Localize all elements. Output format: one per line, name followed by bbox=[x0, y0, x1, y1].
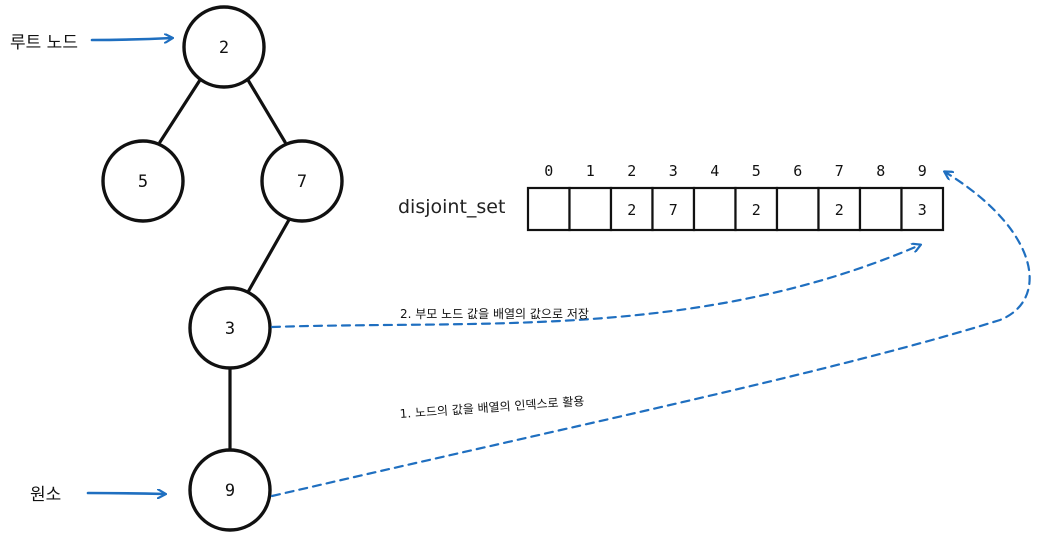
array-cell-value-2: 2 bbox=[627, 201, 636, 219]
array-index-7: 7 bbox=[835, 162, 844, 180]
array-cell-4 bbox=[692, 186, 737, 232]
node-value: 9 bbox=[225, 481, 235, 501]
array-cell-value-7: 2 bbox=[835, 201, 844, 219]
root-pointer-arrow bbox=[90, 38, 172, 40]
node-value: 2 bbox=[219, 38, 229, 58]
array-cell-1 bbox=[568, 186, 613, 232]
array-index-4: 4 bbox=[710, 162, 719, 180]
array-cell-3 bbox=[651, 186, 696, 232]
element-label: 원소 bbox=[30, 485, 61, 505]
edge-7-3 bbox=[246, 216, 292, 294]
tree-node-9: 9 bbox=[188, 448, 272, 532]
note-store-parent: 2. 부모 노드 값을 배열의 값으로 저장 bbox=[400, 307, 589, 321]
array-index-3: 3 bbox=[669, 162, 678, 180]
array-index-5: 5 bbox=[752, 162, 761, 180]
array-index-1: 1 bbox=[586, 162, 595, 180]
index-arrow bbox=[270, 172, 1031, 498]
node-value: 7 bbox=[297, 172, 307, 192]
array-cell-value-3: 7 bbox=[669, 201, 678, 219]
array-index-8: 8 bbox=[876, 162, 885, 180]
array-index-6: 6 bbox=[793, 162, 802, 180]
array-name: disjoint_set bbox=[398, 196, 505, 218]
disjoint-set-array: 0 1 2 2 3 7 4 5 2 6 7 2 8 9 3 bbox=[526, 162, 945, 232]
array-cell-8 bbox=[858, 186, 903, 232]
array-cell-2 bbox=[609, 186, 654, 232]
edge-2-7 bbox=[246, 78, 287, 144]
element-pointer-arrow bbox=[86, 493, 165, 494]
array-index-0: 0 bbox=[544, 162, 553, 180]
array-index-9: 9 bbox=[918, 162, 927, 180]
note-use-index: 1. 노드의 값을 배열의 인덱스로 활용 bbox=[399, 394, 585, 421]
array-cell-0 bbox=[526, 186, 571, 232]
array-index-2: 2 bbox=[627, 162, 636, 180]
tree-node-5: 5 bbox=[101, 139, 185, 223]
array-cell-6 bbox=[775, 186, 820, 232]
array-cell-5 bbox=[734, 186, 779, 232]
tree-node-2: 2 bbox=[182, 5, 266, 89]
node-value: 3 bbox=[225, 319, 235, 339]
parent-value-arrow bbox=[270, 245, 920, 329]
array-cell-value-9: 3 bbox=[918, 201, 927, 219]
array-cell-9 bbox=[900, 186, 945, 232]
tree-node-7: 7 bbox=[260, 139, 344, 223]
edge-2-5 bbox=[158, 78, 202, 144]
array-cell-value-5: 2 bbox=[752, 201, 761, 219]
tree-node-3: 3 bbox=[188, 286, 272, 370]
root-node-label: 루트 노드 bbox=[10, 33, 78, 53]
node-value: 5 bbox=[138, 172, 148, 192]
